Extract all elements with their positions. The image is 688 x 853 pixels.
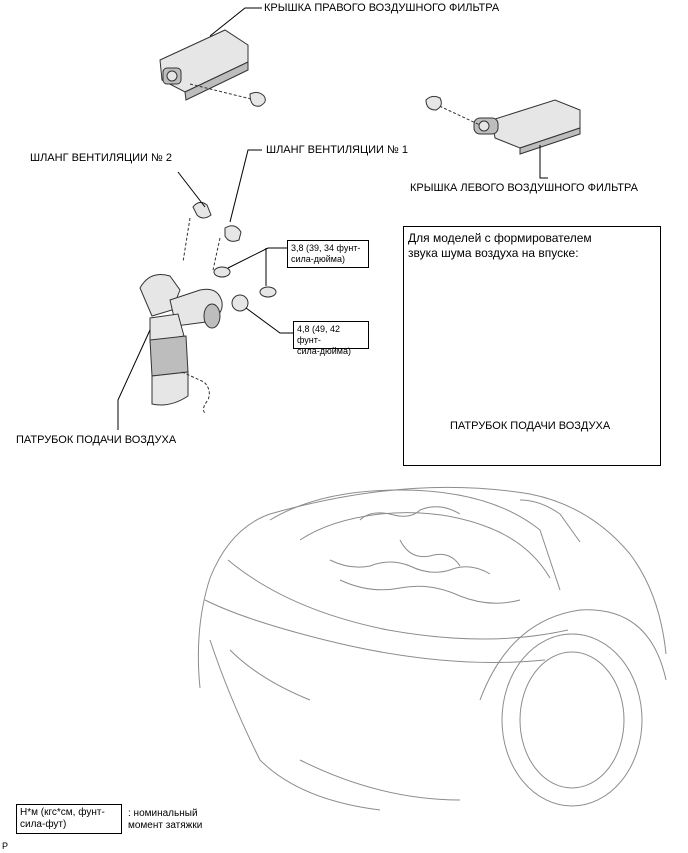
clamp-1-leader-a bbox=[227, 247, 288, 269]
vent-hose-2-label: ШЛАНГ ВЕНТИЛЯЦИИ № 2 bbox=[30, 152, 172, 164]
inset-title-line1: Для моделей с формирователем bbox=[408, 231, 592, 245]
clamps bbox=[213, 266, 277, 312]
intake-pipe-leader bbox=[117, 329, 151, 430]
left-filter-cover-part bbox=[425, 95, 581, 155]
left-filter-cover-label: КРЫШКА ЛЕВОГО ВОЗДУШНОГО ФИЛЬТРА bbox=[410, 182, 638, 194]
legend-desc-line2: момент затяжки bbox=[128, 820, 203, 831]
inset-pipe-label: ПАТРУБОК ПОДАЧИ ВОЗДУХА bbox=[450, 420, 611, 432]
vent-hoses bbox=[182, 201, 242, 271]
legend-unit-line1: Н*м (кгс*см, фунт- bbox=[20, 807, 105, 818]
right-filter-cover-label: КРЫШКА ПРАВОГО ВОЗДУШНОГО ФИЛЬТРА bbox=[264, 2, 500, 14]
torque-clamp-1-line2: сила-дюйма) bbox=[291, 254, 345, 264]
torque-clamp-2-line2: сила-дюйма) bbox=[297, 346, 351, 356]
air-intake-pipe-label: ПАТРУБОК ПОДАЧИ ВОЗДУХА bbox=[16, 434, 177, 446]
legend-desc: : номинальный момент затяжки bbox=[128, 808, 202, 832]
legend-desc-line1: : номинальный bbox=[128, 808, 198, 819]
right-filter-cover-part bbox=[159, 29, 266, 107]
vent-hose-1-label: ШЛАНГ ВЕНТИЛЯЦИИ № 1 bbox=[266, 144, 408, 156]
inset-panel: Для моделей с формирователем звука шума … bbox=[403, 226, 661, 466]
legend-unit-box: Н*м (кгс*см, фунт- сила-фут) bbox=[16, 804, 122, 834]
legend-unit-line2: сила-фут) bbox=[20, 819, 67, 830]
car-outline bbox=[197, 486, 667, 811]
left-cover-leader bbox=[539, 145, 548, 179]
clamp-2-leader bbox=[245, 307, 294, 334]
corner-mark: P bbox=[2, 841, 9, 851]
torque-clamp-1-line1: 3,8 (39, 34 фунт- bbox=[291, 243, 361, 253]
torque-box-clamp-2: 4,8 (49, 42 фунт- сила-дюйма) bbox=[293, 321, 369, 356]
right-cover-leader bbox=[209, 7, 262, 37]
torque-clamp-2-line1: 4,8 (49, 42 фунт- bbox=[297, 324, 341, 345]
inset-title-line2: звука шума воздуха на впуске: bbox=[408, 246, 579, 260]
torque-box-clamp-1: 3,8 (39, 34 фунт- сила-дюйма) bbox=[287, 240, 369, 268]
hose-1-leader bbox=[229, 149, 262, 223]
hose-2-leader bbox=[177, 171, 206, 208]
air-intake-pipe-part bbox=[139, 274, 223, 415]
